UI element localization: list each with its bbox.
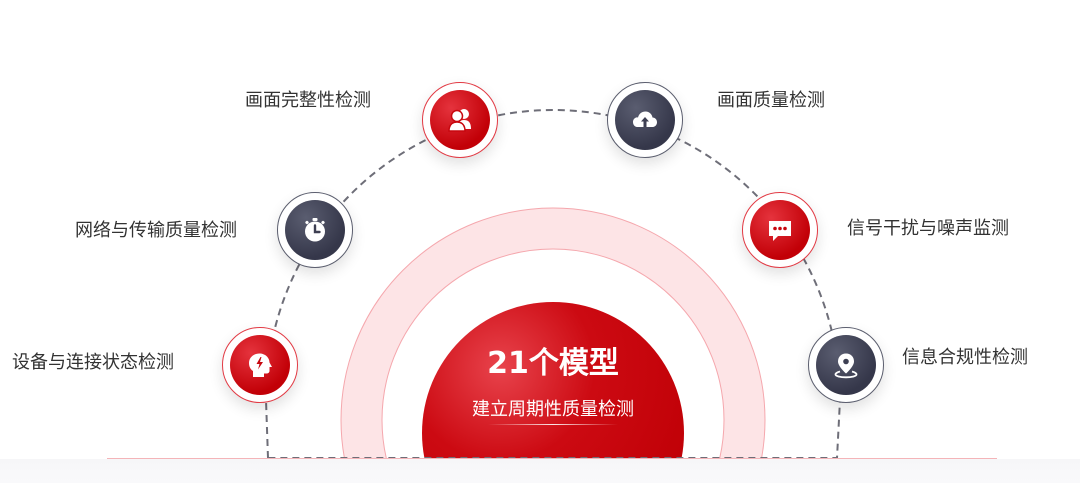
node-label-information-compliance: 信息合规性检测 <box>902 347 1028 368</box>
node-picture-quality[interactable] <box>607 82 683 158</box>
center-subtitle: 建立周期性质量检测 <box>472 399 634 420</box>
node-core <box>285 200 345 260</box>
node-label-picture-integrity: 画面完整性检测 <box>245 90 371 111</box>
center-underline <box>488 424 618 425</box>
node-core <box>615 90 675 150</box>
node-label-signal-noise: 信号干扰与噪声监测 <box>847 218 1009 239</box>
node-label-network-transmission: 网络与传输质量检测 <box>75 220 237 241</box>
node-core <box>816 335 876 395</box>
node-core <box>430 90 490 150</box>
node-core <box>750 200 810 260</box>
dashed-arc <box>264 109 842 459</box>
node-core <box>230 335 290 395</box>
node-device-connection[interactable] <box>222 327 298 403</box>
node-picture-integrity[interactable] <box>422 82 498 158</box>
node-information-compliance[interactable] <box>808 327 884 403</box>
bottom-band <box>0 459 1080 483</box>
cloud-upload-icon <box>633 111 657 127</box>
stopwatch-icon <box>305 218 325 242</box>
head-lightning-icon <box>249 353 272 377</box>
baseline <box>107 458 997 459</box>
node-signal-noise[interactable] <box>742 192 818 268</box>
node-network-transmission[interactable] <box>277 192 353 268</box>
users-icon <box>448 109 471 132</box>
center-title: 21个模型 <box>487 346 619 381</box>
center-red-core <box>422 302 684 458</box>
location-pin-icon <box>834 353 858 379</box>
chat-bubble-icon <box>769 221 791 241</box>
node-label-picture-quality: 画面质量检测 <box>717 90 825 111</box>
node-label-device-connection: 设备与连接状态检测 <box>12 352 174 373</box>
